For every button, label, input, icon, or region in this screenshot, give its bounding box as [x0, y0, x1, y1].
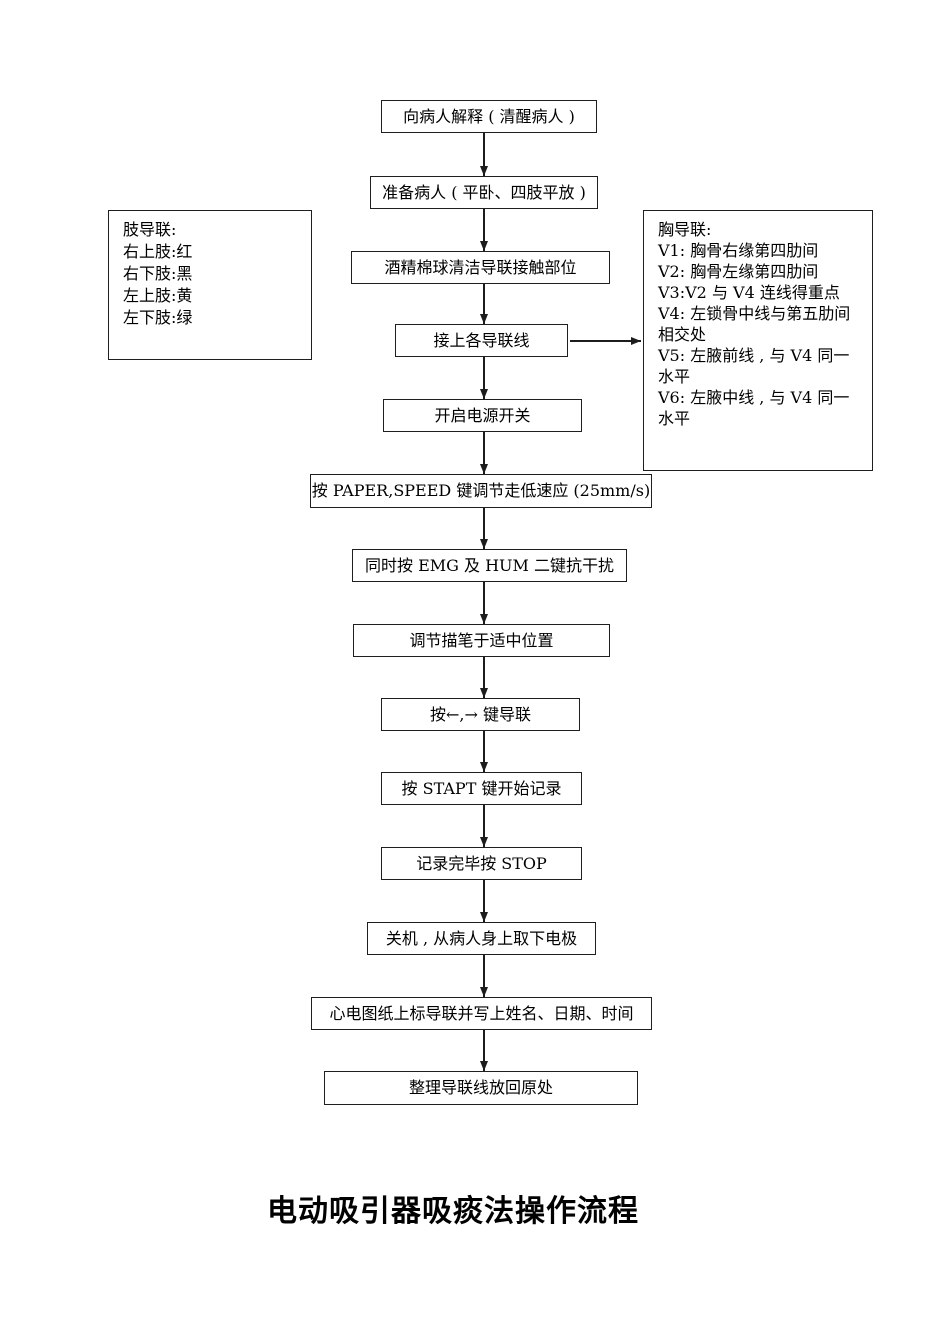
chest-lead-item: V4: 左锁骨中线与第五肋间相交处	[658, 304, 851, 344]
flow-step-prepare-patient: 准备病人 ( 平卧、四肢平放 )	[370, 176, 598, 209]
flow-step-connect-leads: 接上各导联线	[395, 324, 568, 357]
arrow-down-icon	[483, 880, 485, 922]
arrow-down-icon	[483, 1030, 485, 1071]
limb-lead-item: 左上肢:黄	[123, 286, 193, 305]
flow-step-power-off-remove: 关机 , 从病人身上取下电极	[367, 922, 596, 955]
arrow-down-icon	[483, 582, 485, 624]
arrow-down-icon	[483, 432, 485, 474]
limb-lead-item: 右下肢:黑	[123, 264, 193, 283]
flow-step-arrow-keys: 按←,→ 键导联	[381, 698, 580, 731]
arrow-down-icon	[483, 209, 485, 251]
flow-step-stop-record: 记录完毕按 STOP	[381, 847, 582, 880]
flow-step-explain: 向病人解释 ( 清醒病人 )	[381, 100, 597, 133]
chest-lead-item: V6: 左腋中线 , 与 V4 同一水平	[658, 388, 850, 428]
arrow-down-icon	[483, 805, 485, 847]
bottom-title: 电动吸引器吸痰法操作流程	[267, 1194, 639, 1229]
chest-leads-title: 胸导联:	[658, 220, 712, 239]
chest-lead-item: V3:V2 与 V4 连线得重点	[658, 283, 840, 302]
flow-step-paper-speed: 按 PAPER,SPEED 键调节走低速应 (25mm/s)	[310, 474, 652, 508]
arrow-down-icon	[483, 508, 485, 549]
limb-leads-title: 肢导联:	[123, 220, 177, 239]
limb-lead-item: 左下肢:绿	[123, 308, 193, 327]
chest-lead-item: V2: 胸骨左缘第四肋间	[658, 262, 819, 281]
arrow-down-icon	[483, 284, 485, 324]
flow-step-power-on: 开启电源开关	[383, 399, 582, 432]
flow-step-clean-contact: 酒精棉球清洁导联接触部位	[351, 251, 610, 284]
chest-lead-item: V5: 左腋前线 , 与 V4 同一水平	[658, 346, 850, 386]
flow-step-emg-hum: 同时按 EMG 及 HUM 二键抗干扰	[352, 549, 627, 582]
arrow-down-icon	[483, 731, 485, 772]
limb-lead-item: 右上肢:红	[123, 242, 193, 261]
flow-step-adjust-stylus: 调节描笔于适中位置	[353, 624, 610, 657]
arrow-down-icon	[483, 357, 485, 399]
arrow-down-icon	[483, 133, 485, 176]
arrow-down-icon	[483, 657, 485, 698]
limb-leads-box: 肢导联: 右上肢:红 右下肢:黑 左上肢:黄 左下肢:绿	[108, 210, 312, 360]
chest-lead-item: V1: 胸骨右缘第四肋间	[658, 241, 819, 260]
flow-step-tidy-leads: 整理导联线放回原处	[324, 1071, 638, 1105]
flow-step-start-record: 按 STAPT 键开始记录	[381, 772, 582, 805]
chest-leads-box: 胸导联: V1: 胸骨右缘第四肋间 V2: 胸骨左缘第四肋间 V3:V2 与 V…	[643, 210, 873, 471]
flow-step-label-paper: 心电图纸上标导联并写上姓名、日期、时间	[311, 997, 652, 1030]
arrow-down-icon	[483, 955, 485, 997]
arrow-right-icon	[570, 340, 641, 342]
